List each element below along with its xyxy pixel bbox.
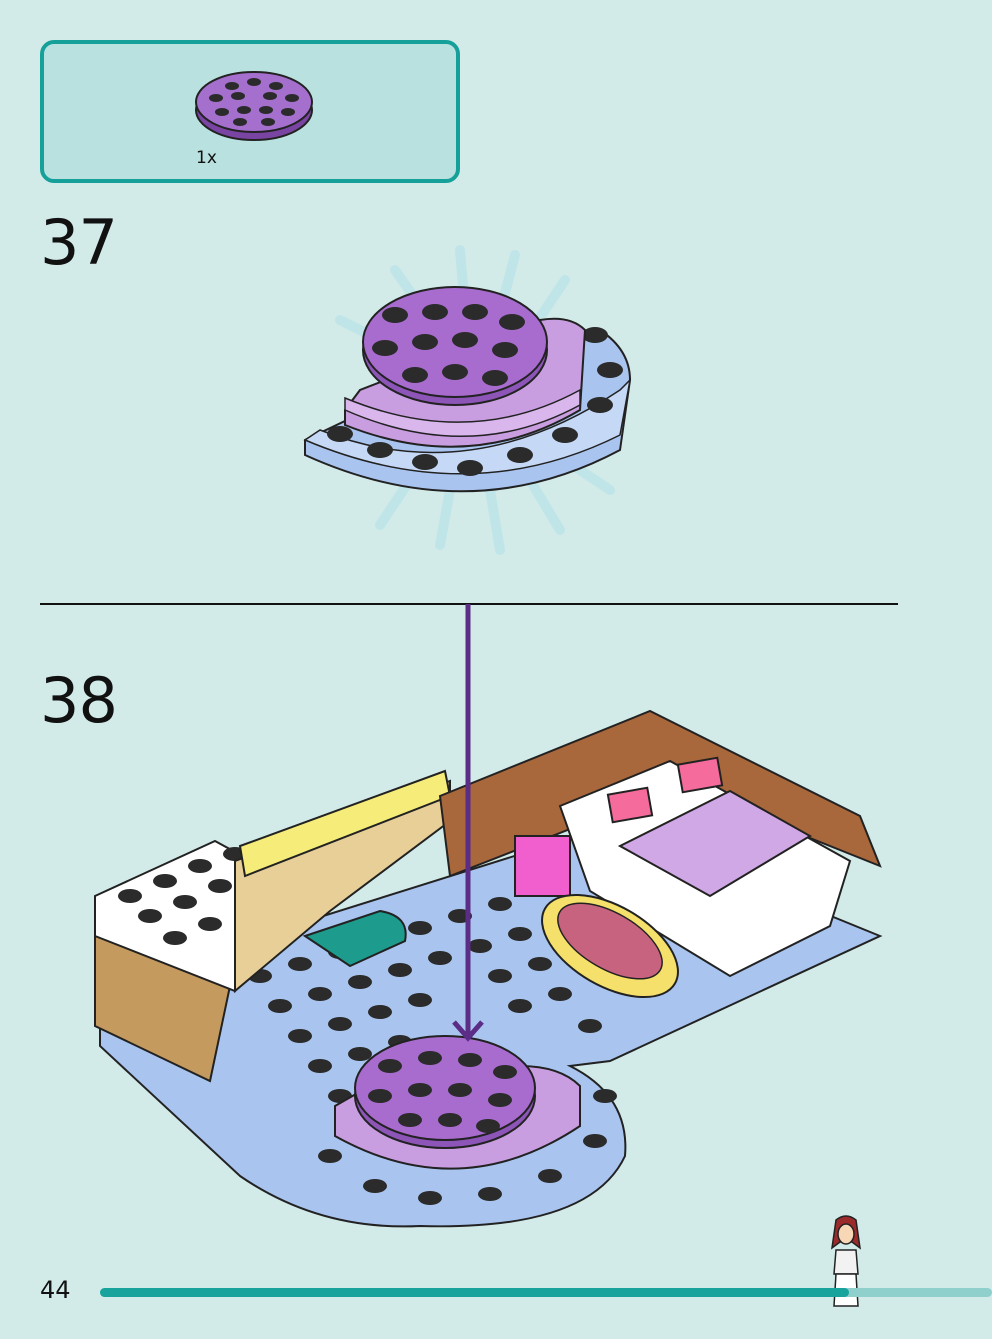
placement-arrow-icon: [452, 604, 484, 1042]
parts-callout: 1x: [40, 40, 460, 183]
purple-round-plate-icon: [195, 71, 313, 141]
progress-bar: [100, 1288, 992, 1297]
step-number-37: 37: [40, 206, 118, 279]
step38-assembly-illustration: [94, 709, 883, 1228]
step37-assembly-illustration: [303, 245, 632, 555]
part-quantity: 1x: [196, 148, 217, 168]
step-number-38: 38: [40, 664, 118, 737]
progress-bar-fill: [100, 1288, 850, 1297]
page-number: 44: [40, 1276, 71, 1304]
